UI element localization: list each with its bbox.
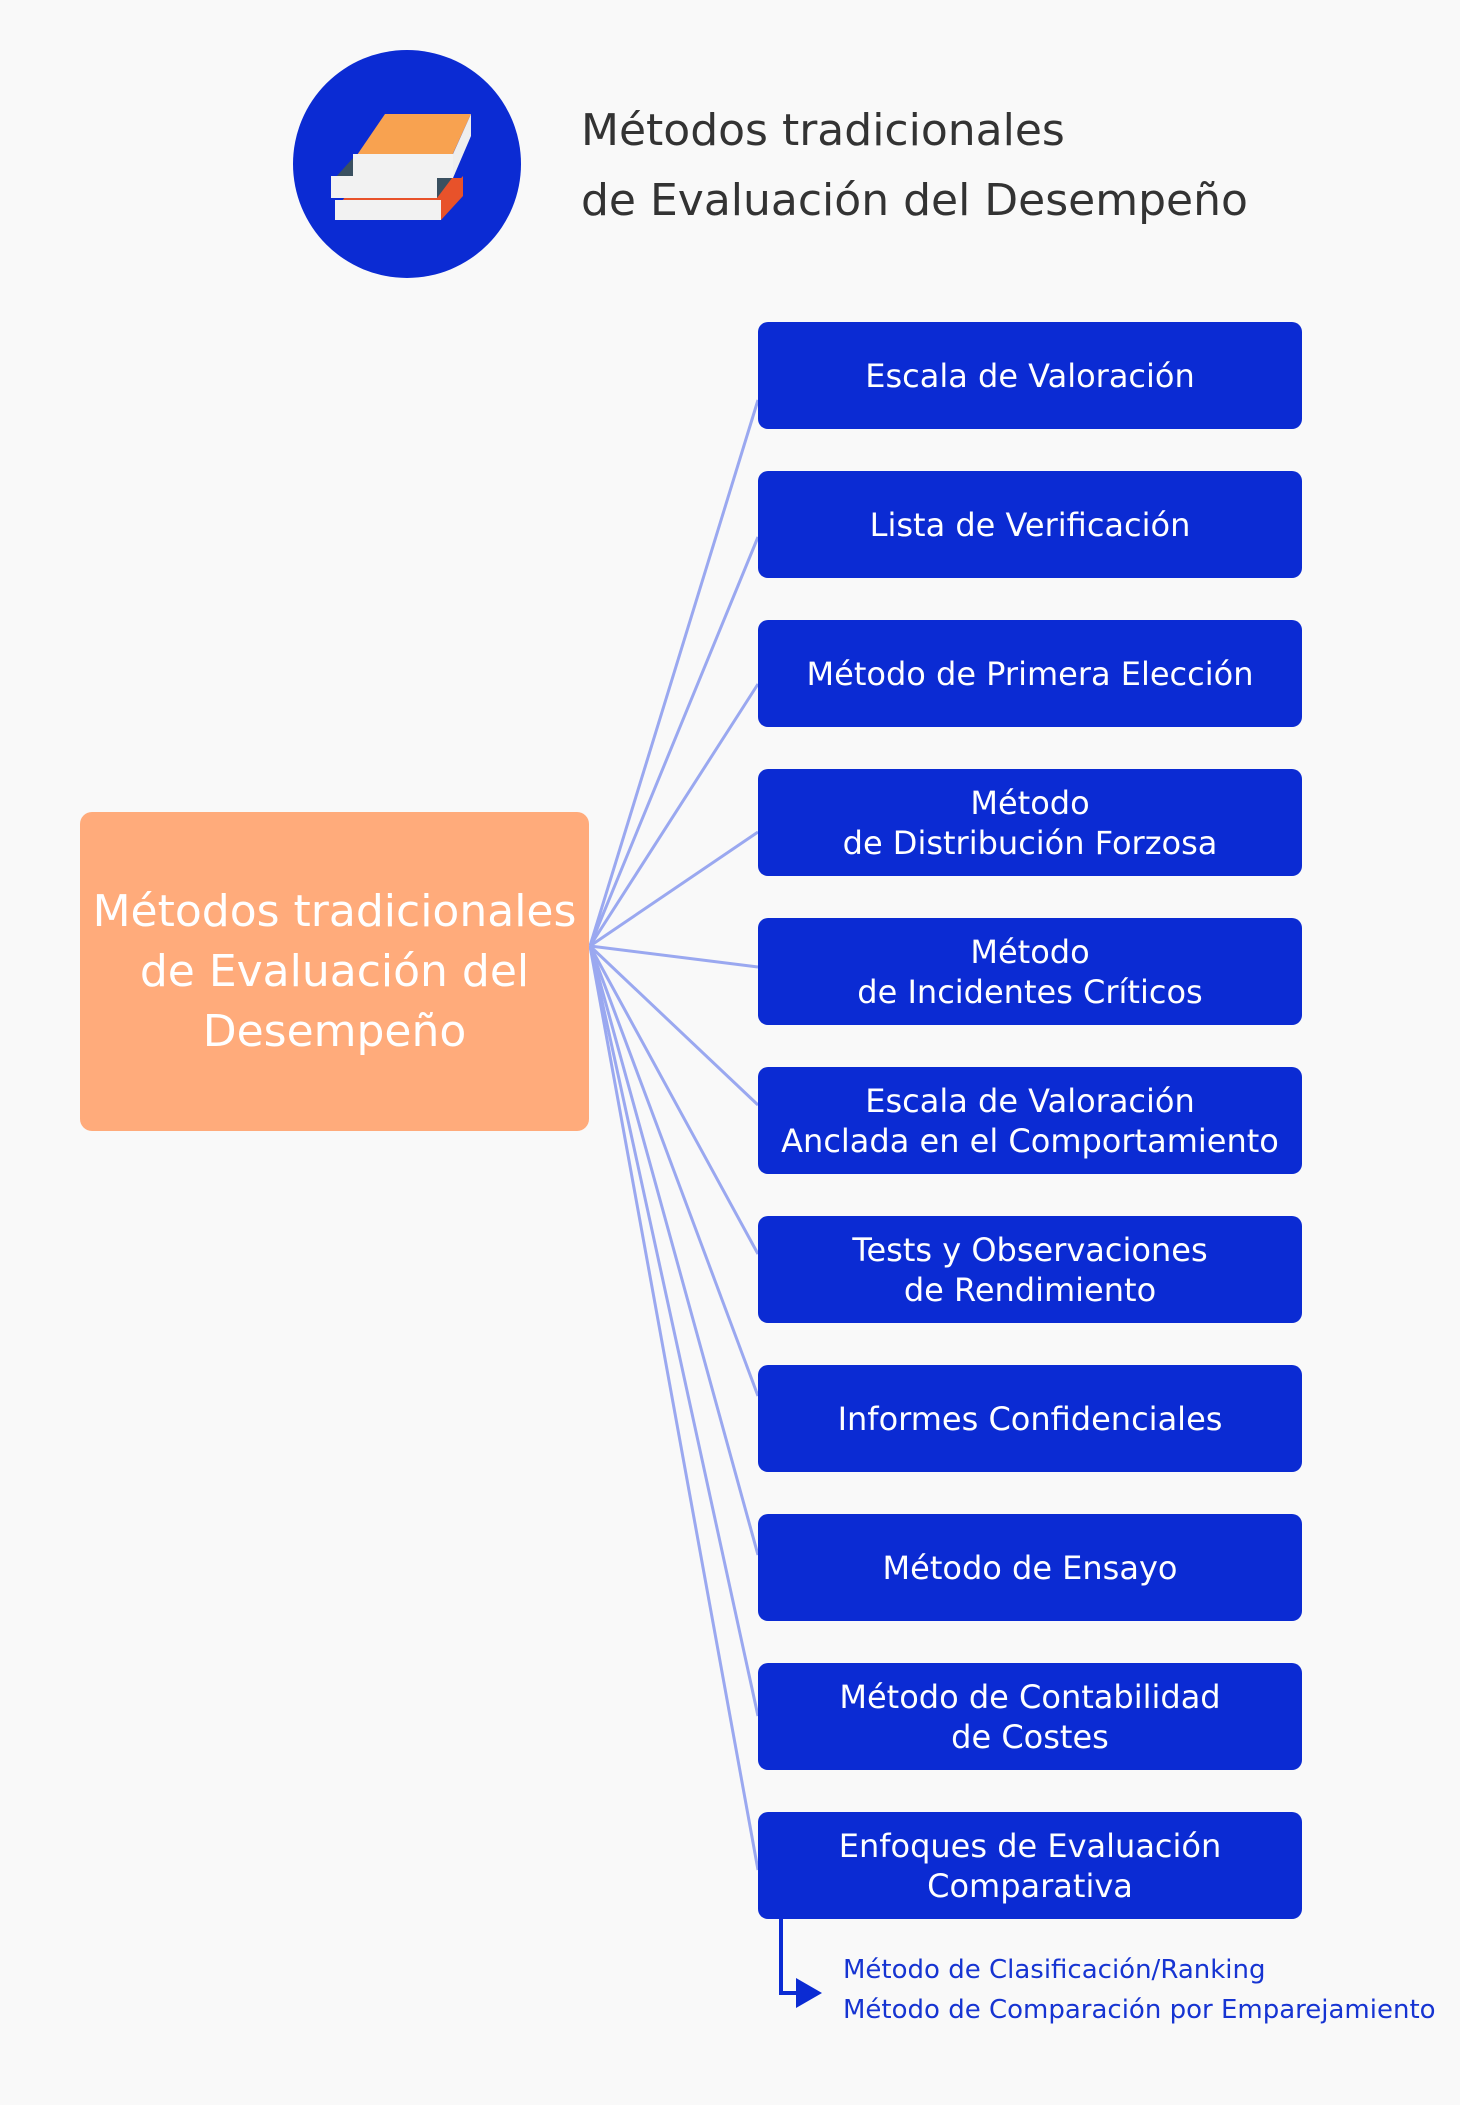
- arrow-icon: [796, 1978, 822, 2008]
- connector-line: [589, 830, 759, 948]
- sub-connector: [779, 1919, 800, 1995]
- central-node-line: de Evaluación del: [139, 945, 530, 997]
- connector-line: [588, 945, 760, 1397]
- method-label: Escala de Valoración: [865, 356, 1195, 395]
- connector-line: [588, 683, 760, 947]
- method-label: Lista de Verificación: [869, 505, 1191, 544]
- method-label: Método de Ensayo: [882, 1548, 1178, 1587]
- method-label: Escala de Valoración: [865, 1081, 1195, 1120]
- connector-line: [588, 399, 760, 947]
- page-title: Métodos tradicionales de Evaluación del …: [581, 96, 1248, 236]
- method-label: Informes Confidenciales: [837, 1399, 1223, 1438]
- method-box: Informes Confidenciales: [758, 1365, 1302, 1472]
- method-box: Método de Ensayo: [758, 1514, 1302, 1621]
- connector-line: [588, 536, 760, 947]
- method-box: Escala de Valoración: [758, 322, 1302, 429]
- books-icon: [293, 50, 521, 278]
- method-label: Comparativa: [927, 1866, 1133, 1905]
- method-box: Lista de Verificación: [758, 471, 1302, 578]
- central-node-line: Desempeño: [202, 1005, 467, 1057]
- connector-line: [588, 945, 760, 1871]
- central-node: Métodos tradicionales de Evaluación del …: [80, 812, 589, 1131]
- method-label: de Rendimiento: [903, 1270, 1157, 1309]
- title-line: Métodos tradicionales: [581, 105, 1065, 156]
- sub-method-ranking: Método de Clasificación/Ranking: [843, 1955, 1266, 1985]
- method-box: Método de Primera Elección: [758, 620, 1302, 727]
- method-label: de Incidentes Críticos: [857, 972, 1203, 1011]
- connector-line: [588, 944, 760, 1107]
- sub-method-pairing: Método de Comparación por Emparejamiento: [843, 1995, 1436, 2025]
- method-label: Método: [970, 932, 1090, 971]
- method-label: Método de Contabilidad: [839, 1677, 1221, 1716]
- method-label: Tests y Observaciones: [852, 1230, 1208, 1269]
- central-node-line: Métodos tradicionales: [92, 885, 577, 937]
- connector-line: [588, 945, 760, 1556]
- title-line: de Evaluación del Desempeño: [581, 175, 1248, 226]
- method-label: de Distribución Forzosa: [842, 823, 1218, 862]
- method-label: Método de Primera Elección: [806, 654, 1254, 693]
- method-label: de Costes: [951, 1717, 1109, 1756]
- connector-line: [588, 945, 760, 1255]
- method-label: Anclada en el Comportamiento: [781, 1121, 1279, 1160]
- connector-line: [589, 944, 759, 969]
- method-label: Método: [970, 783, 1090, 822]
- connector-line: [588, 945, 760, 1717]
- method-label: Enfoques de Evaluación: [838, 1826, 1222, 1865]
